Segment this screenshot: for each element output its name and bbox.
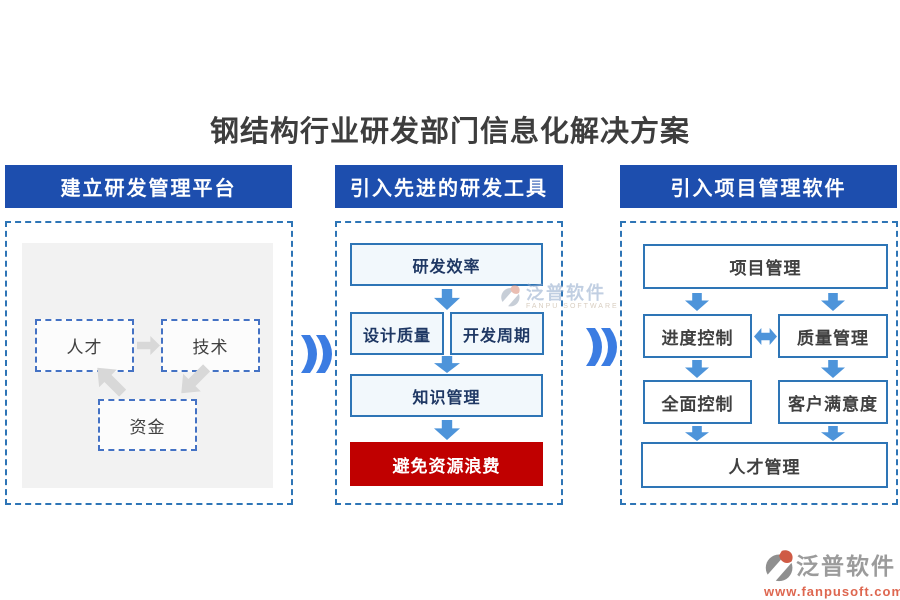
node-project-mgmt: 项目管理 (643, 244, 888, 289)
node-capital: 资金 (98, 399, 197, 451)
flow-chevron-icon (586, 328, 617, 366)
node-dev-cycle: 开发周期 (450, 312, 544, 355)
brand-logo-icon (765, 550, 795, 582)
watermark-footer: 泛普软件 www.fanpusoft.com (764, 548, 900, 599)
node-progress-control: 进度控制 (643, 314, 752, 358)
panel-header-pm-software: 引入项目管理软件 (620, 165, 897, 208)
double-arrow-icon (754, 328, 777, 345)
flow-chevron-icon (301, 335, 332, 373)
brand-name: 泛普软件 (526, 283, 606, 303)
node-overall-control: 全面控制 (643, 380, 752, 424)
brand-name-en: FANPU SOFTWARE (526, 303, 619, 310)
node-talent-mgmt: 人才管理 (641, 442, 888, 488)
panel-header-rd-tools: 引入先进的研发工具 (335, 165, 563, 208)
brand-url: www.fanpusoft.com (764, 584, 900, 599)
node-knowledge-mgmt: 知识管理 (350, 374, 543, 417)
node-quality-mgmt: 质量管理 (778, 314, 888, 358)
node-rd-efficiency: 研发效率 (350, 243, 543, 286)
brand-name: 泛普软件 (796, 553, 896, 579)
node-talent: 人才 (35, 319, 134, 372)
node-design-quality: 设计质量 (350, 312, 444, 355)
node-avoid-waste: 避免资源浪费 (350, 442, 543, 486)
watermark-center: 泛普软件 FANPU SOFTWARE (500, 283, 619, 310)
node-customer-satisfaction: 客户满意度 (778, 380, 888, 424)
page-title: 钢结构行业研发部门信息化解决方案 (209, 116, 690, 148)
node-technology: 技术 (161, 319, 260, 372)
panel-header-rd-platform: 建立研发管理平台 (5, 165, 292, 208)
brand-logo-icon (501, 285, 521, 307)
